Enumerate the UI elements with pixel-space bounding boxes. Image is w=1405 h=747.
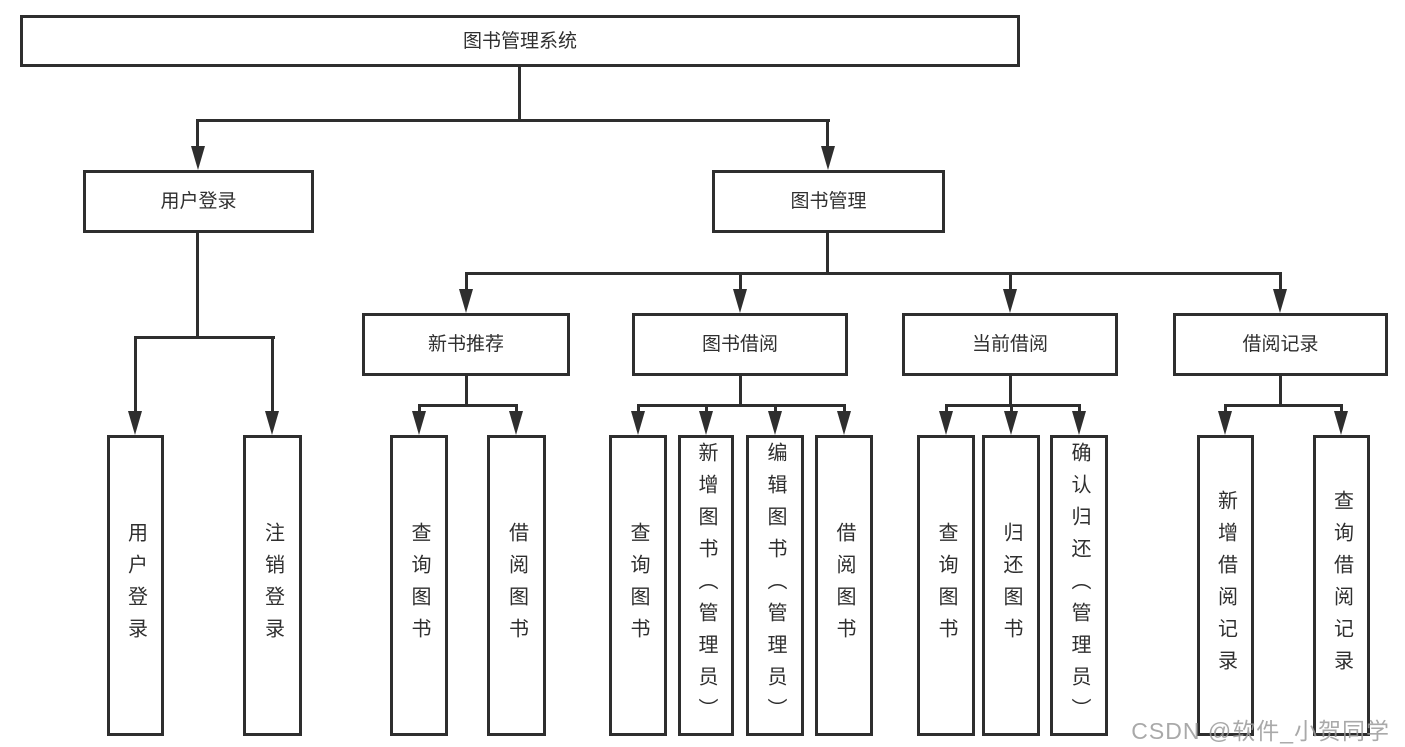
leaf-borrow-books-recommend: 借阅图书 [487, 435, 546, 736]
connector-line [774, 404, 777, 414]
node-label: 借阅记录 [1242, 334, 1319, 355]
arrow-down-icon [509, 411, 523, 435]
node-user-login: 用户登录 [83, 170, 314, 233]
arrow-down-icon [1218, 411, 1232, 435]
arrow-down-icon [837, 411, 851, 435]
arrow-down-icon [1003, 289, 1017, 313]
node-label: 查询借阅记录 [1330, 489, 1353, 682]
leaf-query-books-recommend: 查询图书 [390, 435, 448, 736]
arrow-down-icon [459, 289, 473, 313]
connector-line [1078, 404, 1081, 414]
node-library-management-system: 图书管理系统 [20, 15, 1020, 67]
node-label: 新书推荐 [427, 334, 504, 355]
leaf-query-borrow-record: 查询借阅记录 [1313, 435, 1370, 736]
connector-line [515, 404, 518, 414]
arrow-down-icon [631, 411, 645, 435]
connector-line [637, 404, 845, 407]
connector-line [465, 376, 468, 407]
connector-line [739, 376, 742, 407]
arrow-down-icon [939, 411, 953, 435]
leaf-user-login: 用户登录 [107, 435, 164, 736]
node-book-borrowing: 图书借阅 [632, 313, 848, 376]
node-label: 注销登录 [261, 521, 284, 650]
csdn-watermark: CSDN @软件_小贺同学 [1131, 718, 1390, 744]
connector-line [271, 336, 274, 414]
connector-line [1009, 272, 1012, 292]
connector-line [1279, 376, 1282, 407]
node-label: 编辑图书（管理员） [764, 441, 786, 730]
connector-line [134, 336, 137, 414]
connector-line [705, 404, 708, 414]
arrow-down-icon [768, 411, 782, 435]
node-label: 当前借阅 [971, 334, 1048, 355]
arrow-down-icon [699, 411, 713, 435]
connector-line [843, 404, 846, 414]
node-label: 归还图书 [1000, 521, 1022, 650]
node-label: 图书管理系统 [462, 30, 577, 52]
node-label: 图书借阅 [701, 334, 778, 355]
node-label: 用户登录 [124, 521, 147, 650]
connector-line [518, 67, 521, 121]
node-new-book-recommendation: 新书推荐 [362, 313, 570, 376]
connector-line [945, 404, 948, 414]
node-label: 图书管理 [790, 191, 867, 212]
connector-line [196, 119, 199, 151]
leaf-edit-books-admin: 编辑图书（管理员） [746, 435, 804, 736]
leaf-query-books-current: 查询图书 [917, 435, 975, 736]
connector-line [1010, 404, 1013, 414]
arrow-down-icon [1273, 289, 1287, 313]
connector-line [197, 119, 830, 122]
connector-line [637, 404, 640, 414]
arrow-down-icon [265, 411, 279, 435]
arrow-down-icon [821, 146, 835, 170]
connector-line [1340, 404, 1343, 414]
arrow-down-icon [412, 411, 426, 435]
node-label: 查询图书 [627, 521, 649, 650]
connector-line [1009, 376, 1012, 407]
arrow-down-icon [1004, 411, 1018, 435]
leaf-return-books: 归还图书 [982, 435, 1040, 736]
arrow-down-icon [191, 146, 205, 170]
connector-line [826, 233, 829, 274]
node-label: 新增借阅记录 [1214, 489, 1237, 682]
node-label: 确认归还（管理员） [1068, 441, 1090, 730]
leaf-logout: 注销登录 [243, 435, 302, 736]
arrow-down-icon [1334, 411, 1348, 435]
leaf-borrow-books-borrowing: 借阅图书 [815, 435, 873, 736]
leaf-add-borrow-record: 新增借阅记录 [1197, 435, 1254, 736]
node-label: 新增图书（管理员） [695, 441, 717, 730]
connector-line [418, 404, 421, 414]
connector-line [465, 272, 468, 292]
node-book-management: 图书管理 [712, 170, 945, 233]
node-label: 借阅图书 [505, 521, 528, 650]
node-borrowing-records: 借阅记录 [1173, 313, 1388, 376]
connector-line [196, 233, 199, 338]
leaf-add-books-admin: 新增图书（管理员） [678, 435, 734, 736]
arrow-down-icon [128, 411, 142, 435]
connector-line [134, 336, 275, 339]
connector-line [1279, 272, 1282, 292]
connector-line [418, 404, 517, 407]
node-label: 查询图书 [935, 521, 957, 650]
connector-line [1224, 404, 1227, 414]
node-label: 借阅图书 [833, 521, 855, 650]
node-label: 用户登录 [160, 191, 237, 212]
arrow-down-icon [733, 289, 747, 313]
node-label: 查询图书 [408, 521, 430, 650]
leaf-query-books-borrowing: 查询图书 [609, 435, 667, 736]
node-current-borrowing: 当前借阅 [902, 313, 1118, 376]
connector-line [739, 272, 742, 292]
leaf-confirm-return-admin: 确认归还（管理员） [1050, 435, 1108, 736]
connector-line [465, 272, 1282, 275]
connector-line [1224, 404, 1342, 407]
arrow-down-icon [1072, 411, 1086, 435]
connector-line [826, 119, 829, 151]
